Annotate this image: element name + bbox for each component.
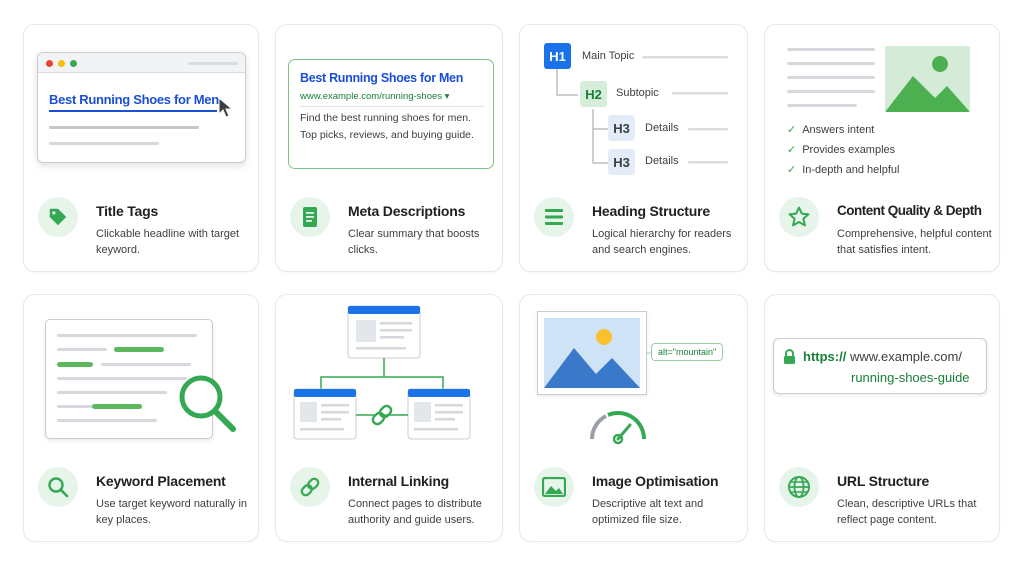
url-domain-line: https:// www.example.com/ xyxy=(803,349,962,364)
search-result-snippet: Best Running Shoes for Men www.example.c… xyxy=(288,59,494,169)
globe-icon xyxy=(779,467,819,507)
h2-badge: H2 xyxy=(580,81,607,107)
card-title: Heading Structure xyxy=(592,203,710,219)
card-description: Clean, descriptive URLs that reflect pag… xyxy=(837,498,977,526)
card-heading-structure: H1 Main Topic H2 Subtopic H3 Details H3 … xyxy=(519,24,748,272)
browser-toolbar xyxy=(38,53,245,73)
image-icon xyxy=(534,467,574,507)
tag-icon xyxy=(38,197,78,237)
browser-window-illustration: Best Running Shoes for Men xyxy=(37,52,246,163)
link-icon xyxy=(290,467,330,507)
card-description: Use target keyword naturally in key plac… xyxy=(96,498,248,526)
lock-icon xyxy=(784,349,795,364)
serp-url: www.example.com/running-shoes ▾ xyxy=(300,91,450,102)
card-url-structure: https:// www.example.com/ running-shoes-… xyxy=(764,294,1000,542)
text-line xyxy=(787,48,875,51)
keyword-highlight xyxy=(92,404,142,409)
h1-badge: H1 xyxy=(544,43,571,69)
card-description: Clickable headline with target keyword. xyxy=(96,228,240,256)
maximize-dot-icon xyxy=(70,60,77,67)
card-internal-linking: Internal Linking Connect pages to distri… xyxy=(275,294,503,542)
text-line xyxy=(57,405,93,408)
serp-description: Find the best running shoes for men. Top… xyxy=(300,112,474,141)
magnifier-icon xyxy=(179,375,236,432)
card-content-quality: ✓Answers intent ✓Provides examples ✓In-d… xyxy=(764,24,1000,272)
alt-text-tag: alt="mountain" xyxy=(651,343,724,361)
mountain-image-icon xyxy=(544,318,640,388)
heading-label: Main Topic xyxy=(582,50,635,62)
text-line xyxy=(49,126,199,129)
document-icon xyxy=(290,197,330,237)
h3-badge: H3 xyxy=(608,149,635,175)
heading-label: Details xyxy=(645,122,679,134)
text-line xyxy=(787,76,875,79)
keyword-highlight xyxy=(114,347,164,352)
card-title: Meta Descriptions xyxy=(348,203,466,219)
title-underline xyxy=(49,110,217,112)
speed-gauge-icon xyxy=(590,411,646,445)
divider xyxy=(300,106,484,107)
keyword-highlight xyxy=(57,362,93,367)
minimize-dot-icon xyxy=(58,60,65,67)
text-line xyxy=(49,142,159,145)
card-description: Logical hierarchy for readers and search… xyxy=(592,228,732,256)
heading-tree-connectors xyxy=(556,56,728,164)
card-title: URL Structure xyxy=(837,473,930,489)
text-line xyxy=(101,363,191,366)
check-item: ✓Provides examples xyxy=(787,144,896,156)
heading-label: Subtopic xyxy=(616,87,659,99)
text-line xyxy=(787,62,875,65)
url-path: running-shoes-guide xyxy=(851,370,970,385)
text-line xyxy=(57,391,167,394)
list-icon xyxy=(534,197,574,237)
text-line xyxy=(57,419,157,422)
card-description: Descriptive alt text and optimized file … xyxy=(592,498,704,526)
check-item: ✓In-depth and helpful xyxy=(787,164,900,176)
card-title: Title Tags xyxy=(96,203,159,219)
card-title-tags: Best Running Shoes for Men Title Tags Cl… xyxy=(23,24,259,272)
card-title: Keyword Placement xyxy=(96,473,226,489)
checkmark-icon: ✓ xyxy=(787,124,797,136)
mouse-cursor-icon xyxy=(218,97,234,118)
h3-badge: H3 xyxy=(608,115,635,141)
checkmark-icon: ✓ xyxy=(787,164,797,176)
card-description: Comprehensive, helpful content that sati… xyxy=(837,228,992,256)
card-title: Content Quality & Depth xyxy=(837,203,982,218)
check-item: ✓Answers intent xyxy=(787,124,875,136)
linked-pages-diagram xyxy=(293,305,471,440)
card-meta-descriptions: Best Running Shoes for Men www.example.c… xyxy=(275,24,503,272)
serp-title: Best Running Shoes for Men xyxy=(300,71,464,85)
card-title: Internal Linking xyxy=(348,473,450,489)
star-icon xyxy=(779,197,819,237)
text-line xyxy=(787,104,857,107)
image-frame xyxy=(537,311,647,395)
url-scheme: https:// xyxy=(803,349,847,364)
card-description: Connect pages to distribute authority an… xyxy=(348,498,482,526)
heading-label: Details xyxy=(645,155,679,167)
search-icon xyxy=(38,467,78,507)
checkmark-icon: ✓ xyxy=(787,144,797,156)
card-title: Image Optimisation xyxy=(592,473,719,489)
text-line xyxy=(57,334,197,337)
url-domain: www.example.com/ xyxy=(849,349,962,364)
browser-page-title: Best Running Shoes for Men xyxy=(49,92,219,107)
text-line xyxy=(57,377,187,380)
card-image-optimisation: alt="mountain" Image Optimisation Descri… xyxy=(519,294,748,542)
url-bar: https:// www.example.com/ running-shoes-… xyxy=(773,338,987,394)
text-line xyxy=(57,348,107,351)
text-line xyxy=(787,90,875,93)
close-dot-icon xyxy=(46,60,53,67)
browser-tab-strip xyxy=(188,62,238,65)
image-placeholder-icon xyxy=(885,46,970,112)
card-description: Clear summary that boosts clicks. xyxy=(348,228,480,256)
document-illustration xyxy=(45,319,213,439)
card-keyword-placement: Keyword Placement Use target keyword nat… xyxy=(23,294,259,542)
